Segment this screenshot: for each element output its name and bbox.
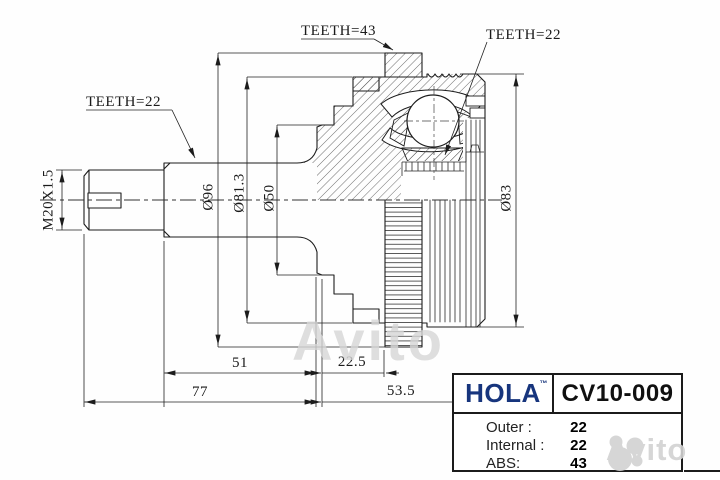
spec-abs-value: 43 [570,455,587,472]
dimension-thread: M20X1.5 [40,169,82,231]
threaded-stub [83,169,165,231]
spec-abs: ABS: 43 [486,455,681,473]
cv-bell-housing [300,74,486,200]
dimension-dia81-3: Ø81.3 [231,76,352,324]
dia81-label: Ø81.3 [231,173,247,213]
extension-lines [83,234,385,407]
spec-internal-value: 22 [570,437,587,454]
dimension-77: 77 [84,384,316,405]
len77-label: 77 [192,384,208,400]
spec-internal: Internal : 22 [486,437,681,455]
dia96-label: Ø96 [200,183,216,210]
info-box-header: HOLA ™ CV10-009 [454,375,681,414]
spec-outer: Outer : 22 [486,419,681,437]
clamp-groove-lines [429,199,461,323]
teeth-label-shaft: TEETH=22 [86,94,196,159]
abs-tone-ring [353,52,423,348]
thread-label: M20X1.5 [40,169,56,230]
teeth-label-abs: TEETH=43 [301,23,394,51]
hola-logo: HOLA ™ [454,375,554,412]
dimensions: M20X1.5 Ø96 Ø81.3 Ø50 Ø83 [40,23,561,407]
brand-name: HOLA [465,378,541,408]
clamp-knurl [427,73,464,78]
len53-5-label: 53.5 [387,383,415,399]
svg-text:TEETH=22: TEETH=22 [86,94,161,110]
dia83-label: Ø83 [498,184,514,211]
spec-abs-label: ABS: [486,455,521,472]
len51-label: 51 [232,355,248,371]
spec-outer-value: 22 [570,419,587,436]
dimension-22-5: 22.5 [308,354,399,376]
dimension-dia96: Ø96 [200,52,390,348]
part-outline [83,52,486,348]
rim-ring-lines [465,119,481,328]
svg-text:TEETH=43: TEETH=43 [301,23,376,39]
spec-outer-label: Outer : [486,419,532,436]
trademark-mark: ™ [539,379,548,388]
dimension-51: 51 [164,355,316,376]
svg-text:TEETH=22: TEETH=22 [486,27,561,43]
dia50-label: Ø50 [261,184,277,211]
dimension-53-5: 53.5 [308,383,452,405]
dimension-dia50: Ø50 [261,124,322,276]
spec-list: Outer : 22 Internal : 22 ABS: 43 [454,414,681,473]
dimension-dia83: Ø83 [460,73,524,328]
part-number: CV10-009 [561,379,674,407]
teeth-label-inner: TEETH=22 [444,27,561,156]
spec-internal-label: Internal : [486,437,545,454]
info-box: HOLA ™ CV10-009 Outer : 22 Internal : 22… [452,373,683,472]
centerline [40,86,502,201]
len22-5-label: 22.5 [338,354,366,370]
